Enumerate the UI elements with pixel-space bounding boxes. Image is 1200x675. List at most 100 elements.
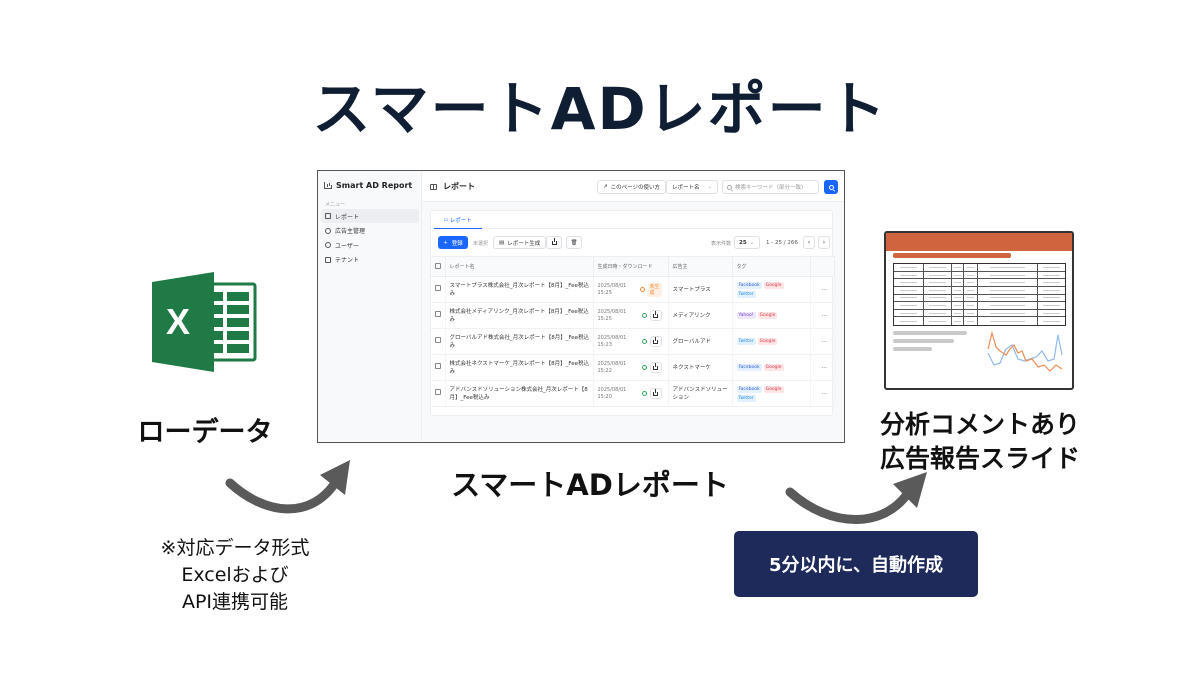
row-menu-button[interactable]: ⋯	[810, 328, 835, 355]
gear-icon	[325, 227, 331, 234]
row-checkbox[interactable]	[435, 363, 441, 369]
column-header[interactable]: 生成日時・ダウンロード	[593, 256, 669, 277]
note-line-1: ※対応データ形式	[160, 537, 310, 559]
sidebar-item-label: ユーザー	[335, 242, 359, 250]
report-time: 15:25	[597, 315, 612, 322]
sidebar-item-tenants[interactable]: テナント	[321, 253, 419, 267]
row-menu-button[interactable]: ⋯	[810, 276, 835, 303]
sidebar-item-label: 広告主管理	[335, 228, 366, 235]
tag: Google	[757, 312, 778, 319]
report-slide-illustration	[884, 231, 1074, 390]
tab-reports[interactable]: ▫ レポート	[434, 211, 482, 229]
report-date: 2025/08/01	[597, 309, 627, 315]
download-button[interactable]	[649, 336, 662, 347]
sidebar-item-reports[interactable]: レポート	[321, 209, 419, 223]
row-menu-button[interactable]: ⋯	[810, 354, 835, 381]
download-icon	[653, 388, 658, 396]
sidebar-item-advertisers[interactable]: 広告主管理	[321, 224, 419, 238]
report-name[interactable]: 株式会社メディアリンク_月次レポート【8月】_Fee税込み	[445, 302, 594, 329]
slide-caption-line-1: 分析コメントあり	[879, 410, 1080, 439]
table-row[interactable]: グローバルアド株式会社_月次レポート【8月】_Fee税込み 2025/08/01…	[431, 328, 835, 355]
advertiser: スマートプラス	[668, 276, 733, 303]
row-menu-button[interactable]: ⋯	[810, 380, 835, 407]
check-circle-icon	[641, 365, 647, 370]
chevron-down-icon: ⌄	[707, 184, 712, 190]
slide-table	[893, 263, 1066, 326]
download-icon	[653, 362, 658, 370]
brand: Smart AD Report	[324, 181, 412, 190]
report-date: 2025/08/01	[597, 387, 627, 393]
table-row[interactable]: 株式会社メディアリンク_月次レポート【8月】_Fee税込み 2025/08/01…	[431, 302, 835, 329]
download-icon	[653, 310, 658, 318]
advertiser: グローバルアド	[668, 328, 733, 355]
register-button[interactable]: + 登録	[438, 236, 468, 249]
curved-arrow-icon	[785, 472, 927, 524]
row-checkbox[interactable]	[435, 337, 441, 343]
menu-label: メニュー	[325, 202, 346, 208]
main-title: スマートADレポート	[312, 75, 888, 143]
users-icon	[325, 242, 331, 248]
pagination-range: 1 - 25 / 266	[766, 240, 798, 246]
report-name[interactable]: グローバルアド株式会社_月次レポート【8月】_Fee税込み	[445, 328, 594, 355]
sidebar-item-users[interactable]: ユーザー	[321, 238, 419, 252]
generate-report-button[interactable]: ▤ レポート生成	[493, 236, 547, 249]
note-line-2: Excelおよび	[181, 564, 289, 586]
report-name[interactable]: 株式会社ネクストマーケ_月次レポート【8月】_Fee税込み	[445, 354, 594, 381]
upload-icon	[551, 237, 557, 245]
howto-button[interactable]: ↗ このページの使い方	[597, 180, 667, 194]
sidebar: Smart AD Report メニュー レポート 広告主管理 ユーザー テナン…	[318, 171, 422, 442]
chevron-left-icon: ‹	[807, 239, 811, 246]
row-checkbox[interactable]	[435, 311, 441, 317]
search-button[interactable]	[824, 180, 838, 194]
upload-button[interactable]	[546, 236, 562, 249]
tag-list: Yahoo!Google	[736, 312, 801, 319]
download-button[interactable]	[649, 388, 662, 399]
sidebar-item-label: レポート	[335, 213, 360, 221]
table-row[interactable]: スマートプラス株式会社_月次レポート【8月】_Fee税込み 2025/08/01…	[431, 276, 835, 303]
chevron-right-icon: ›	[822, 239, 826, 246]
raw-data-caption: ローデータ	[137, 417, 273, 448]
search-field-select[interactable]: レポート名 ⌄	[666, 180, 718, 194]
prev-page-button[interactable]: ‹	[803, 236, 815, 249]
column-header[interactable]: レポート名	[445, 256, 594, 277]
tag: Facebook	[736, 281, 762, 289]
page-title: レポート	[430, 181, 475, 192]
file-icon: ▤	[499, 239, 505, 246]
advertiser: ネクストマーケ	[668, 354, 733, 381]
per-page-select[interactable]: 25 ⌄	[734, 236, 760, 249]
trash-icon: 🗑	[570, 239, 578, 246]
external-link-icon: ↗	[603, 184, 608, 190]
search-input[interactable]: 検索キーワード（部分一致）	[722, 180, 819, 194]
next-page-button[interactable]: ›	[818, 236, 830, 249]
search-icon	[828, 184, 834, 190]
sidebar-toggle-icon[interactable]	[430, 183, 437, 190]
generate-label: レポート生成	[507, 240, 541, 247]
select-all-checkbox[interactable]	[435, 262, 441, 269]
report-card: ▫ レポート + 登録 未選択 ▤ レポート生成 🗑 表示件数 25	[430, 210, 835, 416]
report-name[interactable]: アドバンスドソリューション株式会社_月次レポート【8月】_Fee税込み	[445, 380, 594, 407]
download-button[interactable]	[649, 310, 662, 321]
curved-arrow-icon	[225, 460, 350, 514]
row-checkbox[interactable]	[435, 285, 441, 291]
product-caption: スマートADレポート	[451, 468, 729, 502]
plus-icon: +	[443, 239, 448, 246]
sidebar-item-label: テナント	[335, 257, 360, 264]
column-header[interactable]: タグ	[732, 256, 811, 277]
row-menu-button[interactable]: ⋯	[810, 302, 835, 329]
check-circle-icon	[641, 313, 647, 318]
delete-button[interactable]: 🗑	[566, 236, 582, 249]
row-checkbox[interactable]	[435, 389, 441, 395]
file-icon: ▫	[444, 216, 448, 223]
building-icon	[325, 256, 331, 263]
table-header: レポート名 生成日時・ダウンロード 広告主 タグ	[431, 256, 835, 277]
table-row[interactable]: アドバンスドソリューション株式会社_月次レポート【8月】_Fee税込み 2025…	[431, 380, 835, 407]
tag: Google	[757, 338, 778, 345]
download-button[interactable]	[649, 362, 662, 373]
table-row[interactable]: 株式会社ネクストマーケ_月次レポート【8月】_Fee税込み 2025/08/01…	[431, 354, 835, 381]
report-name[interactable]: スマートプラス株式会社_月次レポート【8月】_Fee税込み	[445, 276, 594, 303]
column-header[interactable]: 広告主	[668, 256, 733, 277]
tag: Google	[763, 281, 784, 289]
data-format-note: ※対応データ形式 Excelおよび API連携可能	[120, 535, 350, 616]
